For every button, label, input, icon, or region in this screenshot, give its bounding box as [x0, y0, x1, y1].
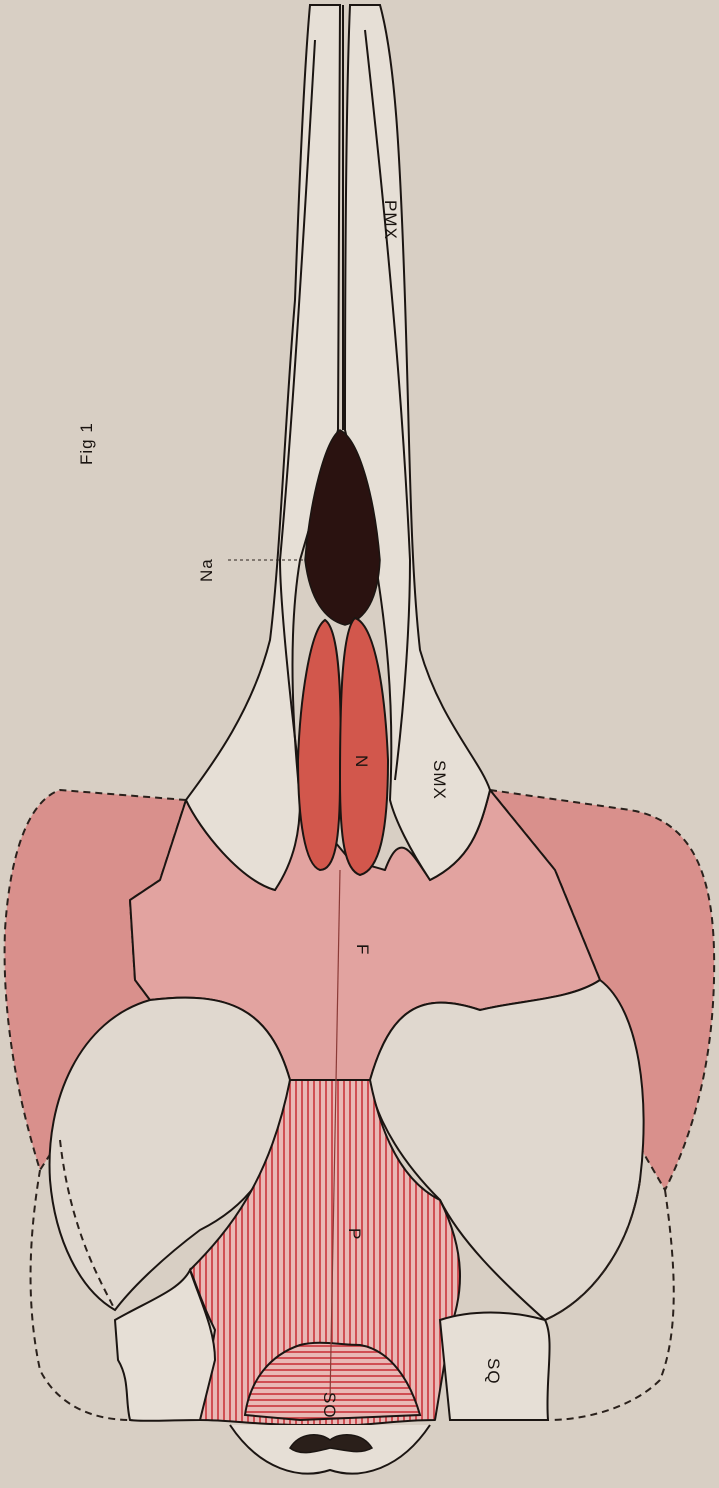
label-na: Na [197, 558, 216, 582]
caption-fig1: Fig 1 [77, 422, 96, 465]
label-p: P [345, 1228, 364, 1240]
label-n: N [352, 755, 371, 768]
label-sq: SQ [484, 1358, 503, 1385]
label-f: F [353, 944, 372, 955]
left-nasal-bone [298, 620, 341, 870]
right-nasal-bone [340, 618, 388, 875]
label-so: SO [320, 1392, 339, 1419]
occipital-condyles [230, 1425, 430, 1474]
label-pmx: PMX [381, 200, 400, 240]
label-smx: SMX [430, 760, 449, 800]
